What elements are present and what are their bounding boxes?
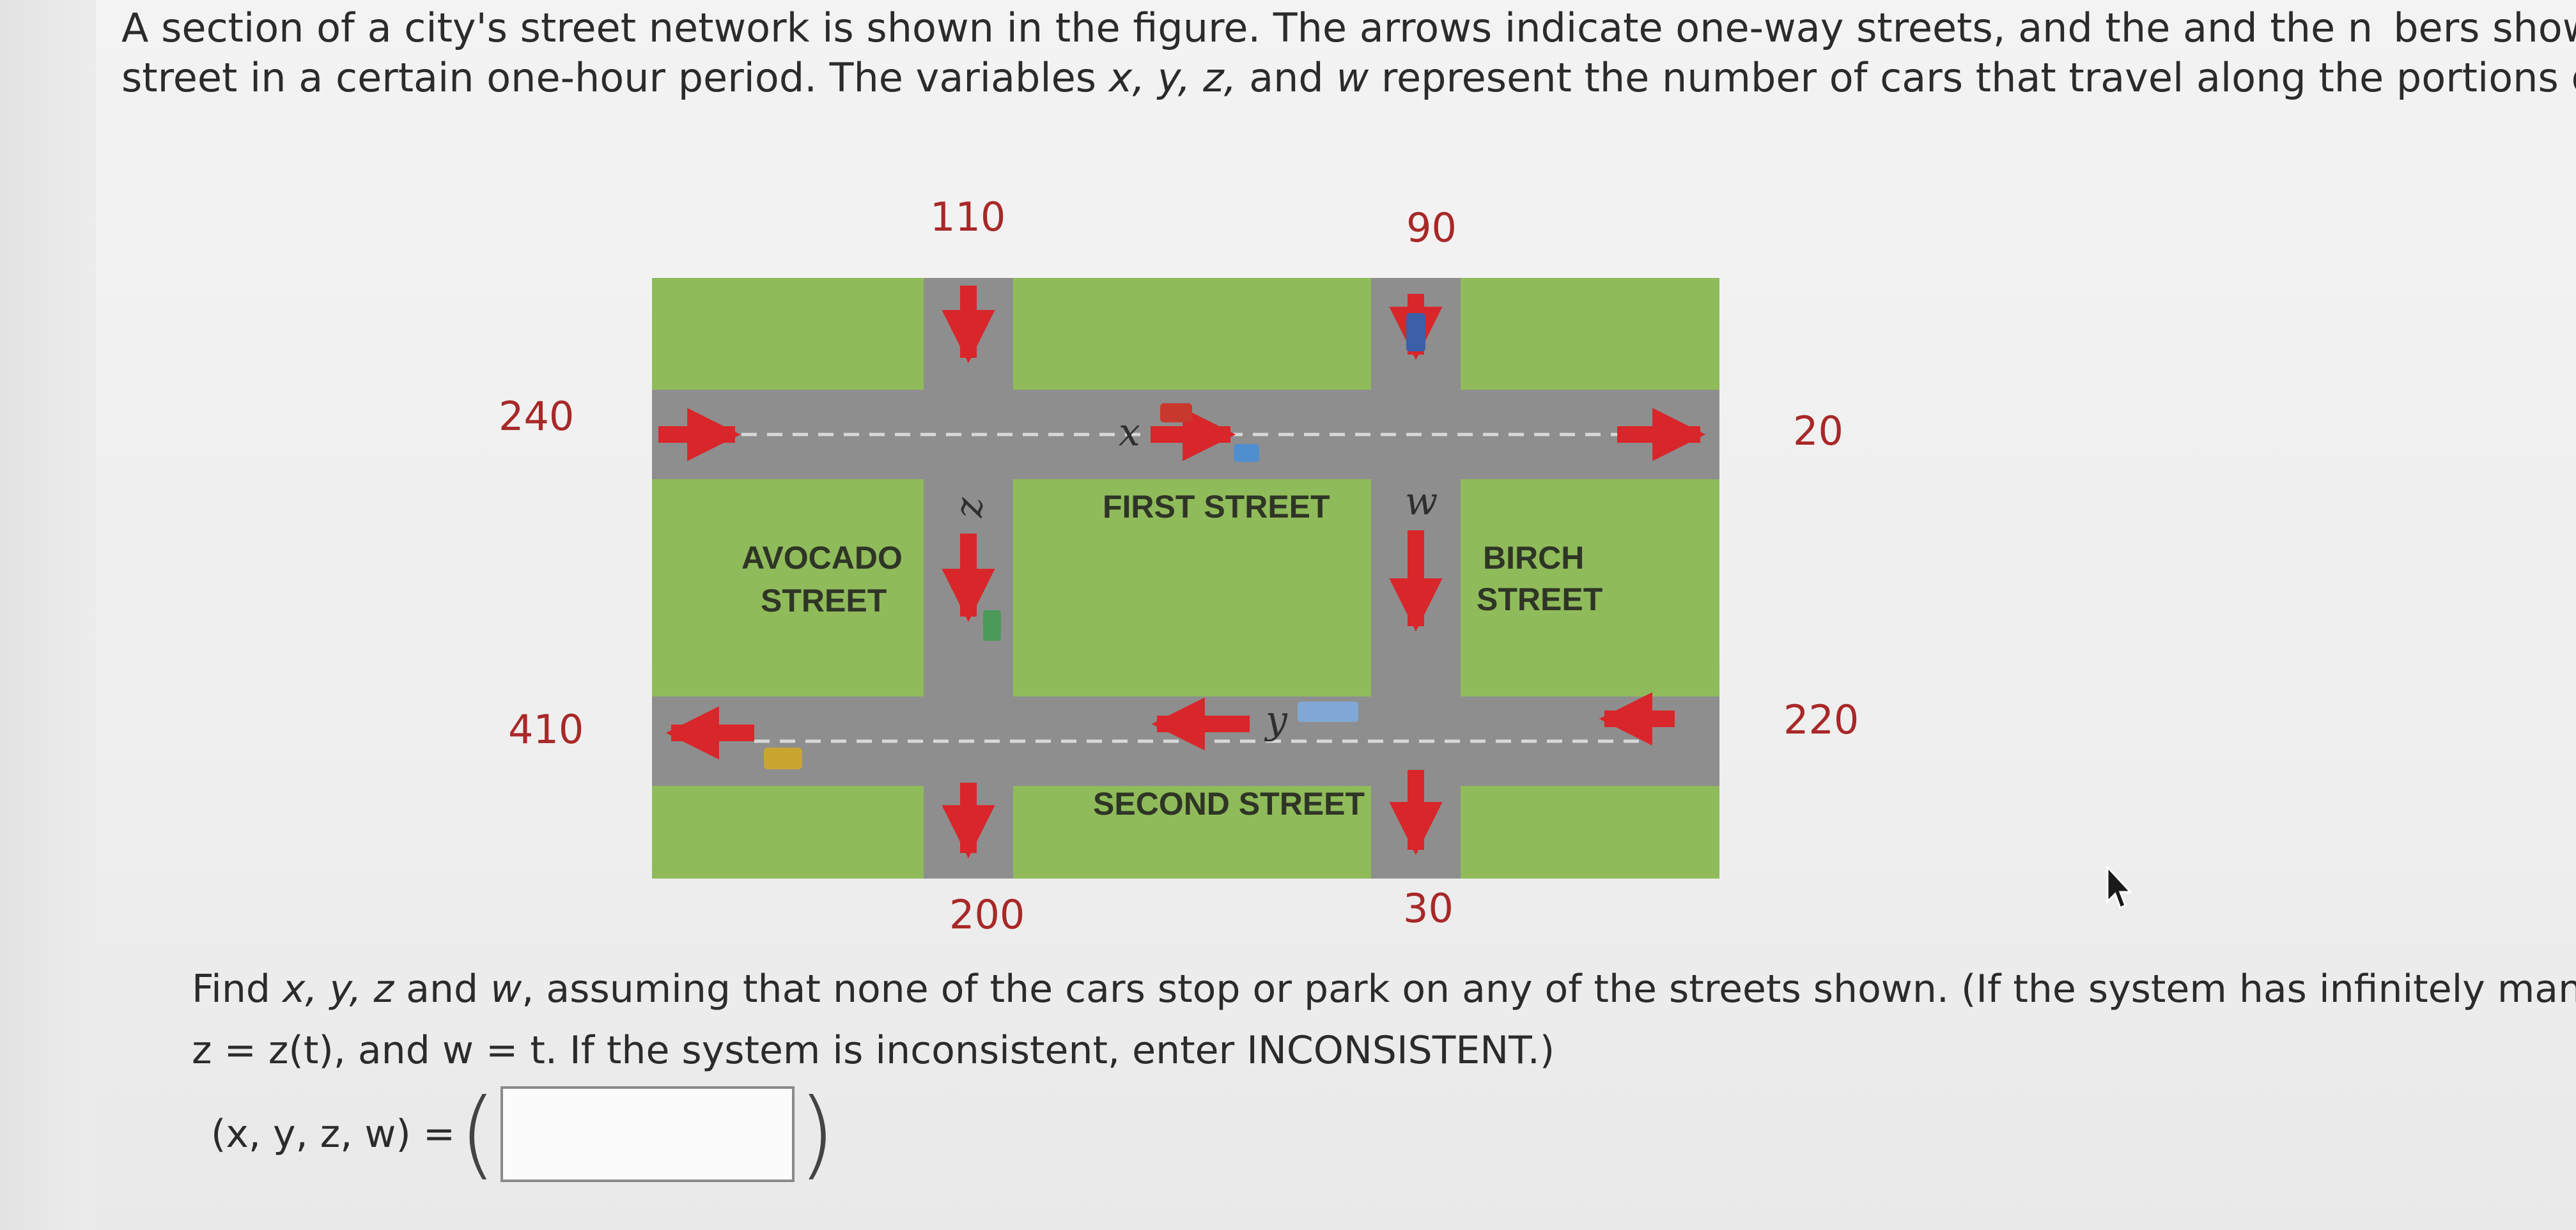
instructions-line-2: z = z(t), and w = t. If the system is in… bbox=[192, 1028, 1555, 1073]
answer-input[interactable] bbox=[500, 1086, 795, 1182]
question-line-2: street in a certain one-hour period. The… bbox=[121, 53, 2576, 103]
instructions-text: Find x, y, z and w, assuming that none o… bbox=[192, 958, 2576, 1081]
instructions-text-part: , assuming that none of the cars stop or… bbox=[522, 967, 2576, 1011]
answer-label: (x, y, z, w) = bbox=[211, 1112, 456, 1157]
grass-block bbox=[652, 786, 924, 879]
grass-block bbox=[1461, 786, 1719, 879]
open-paren: ( bbox=[459, 1079, 497, 1190]
instructions-text-part: Find bbox=[192, 967, 283, 1011]
avocado-street-label-2: STREET bbox=[761, 583, 887, 619]
instructions-variables: x, y, z bbox=[283, 967, 394, 1011]
grass-block bbox=[1013, 479, 1371, 696]
instructions-line-1: Find x, y, z and w, assuming that none o… bbox=[192, 958, 2576, 1020]
instructions-text-part: and bbox=[394, 967, 491, 1011]
flow-label-bottom-right: 30 bbox=[1403, 885, 1454, 932]
answer-row: (x, y, z, w) = ( ) bbox=[211, 1080, 839, 1188]
flow-label-right-top: 20 bbox=[1793, 408, 1843, 454]
variable-z-label: z bbox=[952, 497, 997, 518]
left-margin bbox=[0, 0, 98, 1230]
grass-block bbox=[652, 278, 924, 390]
grass-block bbox=[1461, 278, 1719, 390]
question-text-part: street in a certain one-hour period. The… bbox=[121, 54, 1109, 101]
flow-label-right-bottom: 220 bbox=[1783, 696, 1859, 743]
street-map: x y z w FIRST STREET SECOND STREET AVOCA… bbox=[652, 278, 1719, 879]
flow-label-top-left: 110 bbox=[930, 194, 1006, 240]
birch-street-label-2: STREET bbox=[1477, 581, 1602, 617]
question-variables: x, y, z, bbox=[1108, 54, 1237, 101]
grass-block bbox=[1013, 278, 1371, 390]
question-variable-w: w bbox=[1336, 54, 1369, 101]
question-text-part: represent the number of cars that travel… bbox=[1369, 54, 2576, 101]
first-street-label: FIRST STREET bbox=[1103, 489, 1330, 525]
variable-w-label: w bbox=[1405, 479, 1438, 524]
flow-label-left-bottom: 410 bbox=[508, 706, 584, 753]
close-paren: ) bbox=[798, 1079, 836, 1190]
flow-label-bottom-left: 200 bbox=[949, 891, 1025, 938]
variable-y-label: y bbox=[1264, 698, 1288, 742]
car bbox=[1298, 702, 1358, 722]
grass-block bbox=[1461, 479, 1719, 696]
grass-block bbox=[1013, 786, 1371, 879]
flow-label-left-top: 240 bbox=[499, 393, 575, 440]
problem-page: A section of a city's street network is … bbox=[96, 0, 2576, 1230]
car bbox=[1406, 313, 1425, 351]
question-text-part: and bbox=[1236, 54, 1337, 101]
car bbox=[1160, 403, 1192, 422]
car bbox=[1234, 444, 1259, 462]
variable-x-label: x bbox=[1119, 410, 1140, 455]
question-text: A section of a city's street network is … bbox=[121, 3, 2576, 103]
mouse-cursor-icon bbox=[2106, 866, 2132, 910]
grass-block bbox=[652, 479, 924, 696]
instructions-variable-w: w bbox=[490, 967, 522, 1011]
flow-label-top-right: 90 bbox=[1406, 204, 1457, 251]
avocado-street-label-1: AVOCADO bbox=[741, 540, 903, 576]
question-line-1: A section of a city's street network is … bbox=[121, 4, 2576, 51]
car bbox=[983, 610, 1001, 641]
second-street-label: SECOND STREET bbox=[1093, 786, 1365, 822]
car bbox=[764, 748, 802, 769]
birch-street-label-1: BIRCH bbox=[1483, 540, 1584, 576]
